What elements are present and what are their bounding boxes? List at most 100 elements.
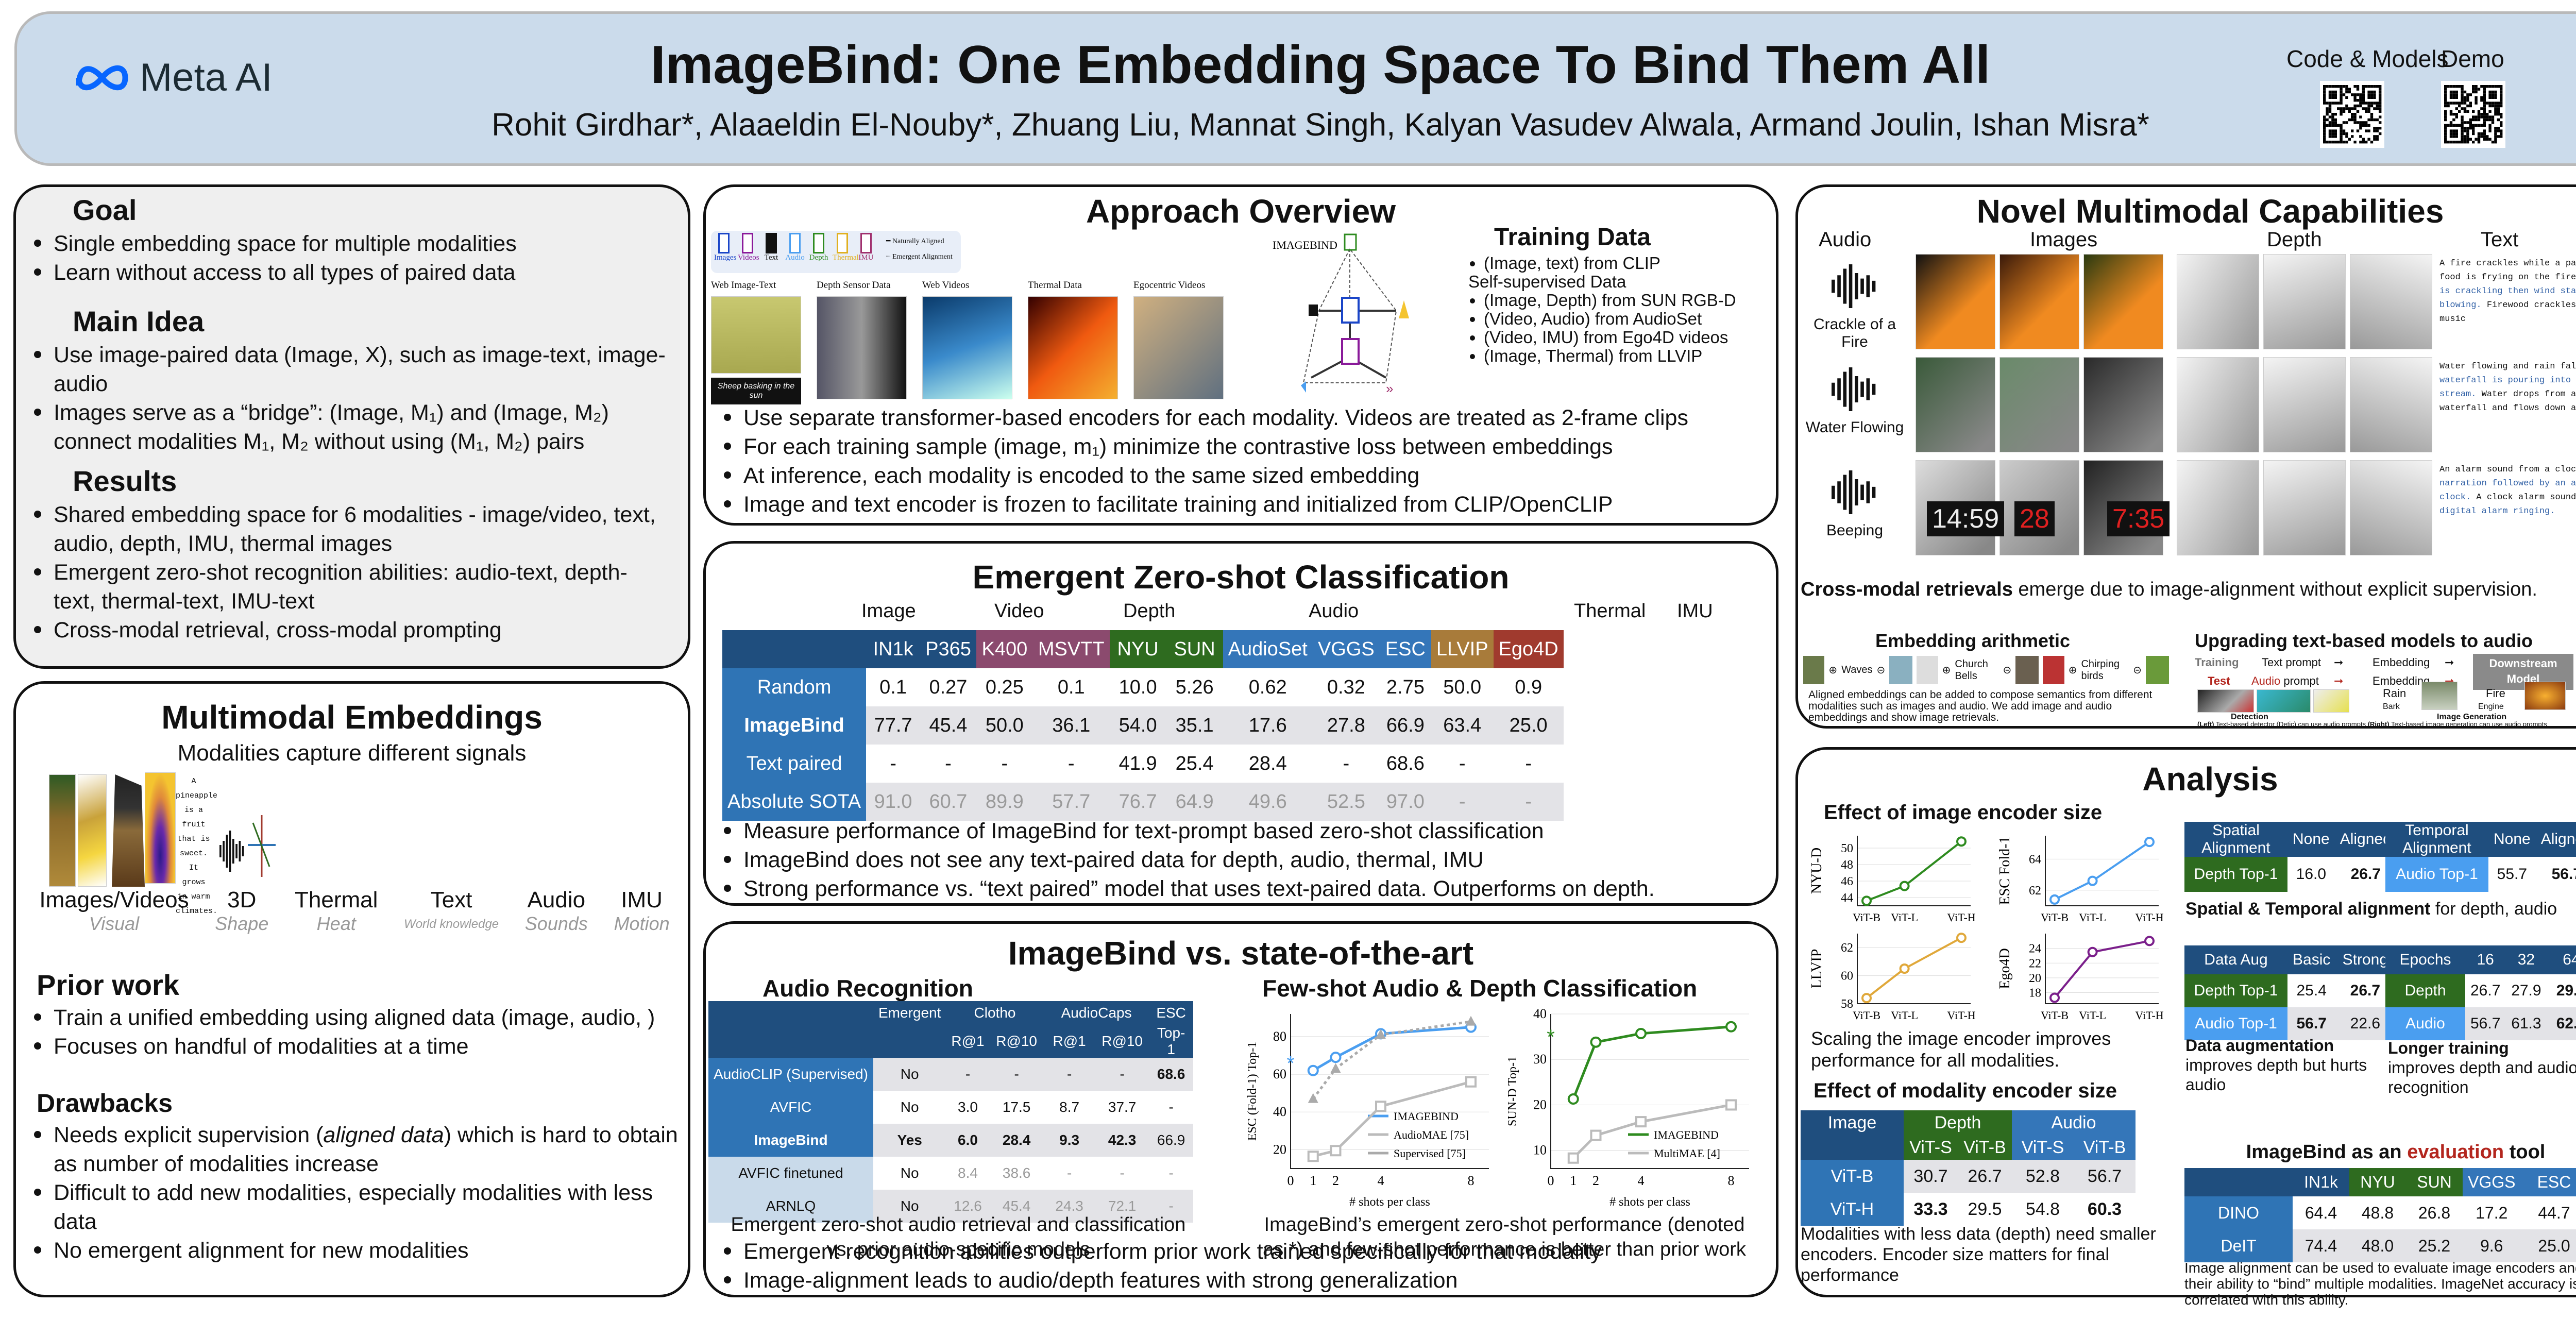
table-cell: - <box>1149 1190 1193 1223</box>
column-header: IN1k <box>2293 1168 2349 1196</box>
audio-prompt-label: Audio prompt <box>2251 674 2319 688</box>
code-qr-code[interactable] <box>2320 81 2384 148</box>
imu-icon <box>860 233 872 253</box>
table-cell: - <box>1493 745 1564 783</box>
table-cell: 91.0 <box>866 783 921 821</box>
axes <box>1290 1014 1489 1169</box>
legend-label: Text <box>764 253 778 262</box>
x-tick-label: ViT-B <box>2041 1009 2069 1022</box>
y-tick-label: 20 <box>1533 1097 1547 1112</box>
column-header: Image <box>1801 1110 1904 1135</box>
retrieved-image <box>1999 357 2079 452</box>
table-cell: Yes <box>873 1124 946 1157</box>
list-item: Image-alignment leads to audio/depth fea… <box>719 1266 1770 1295</box>
data-source-label: Depth Sensor Data <box>817 280 891 291</box>
modality-group-labels: Image Video Depth Audio Thermal IMU <box>721 600 1762 626</box>
arith-row: ⊕Waves⊝⊕Church Bells⊝⊕Chirping birds⊝ <box>1803 653 2169 687</box>
arrow-icon: ⊝ <box>1876 665 1886 676</box>
modality-caption: Modalities with less data (depth) need s… <box>1801 1224 2156 1285</box>
x-tick-label: 2 <box>1332 1173 1339 1188</box>
list-item: Single embedding space for multiple moda… <box>29 229 678 258</box>
audio-icon <box>789 233 801 253</box>
pineapple-cut-image <box>78 774 107 887</box>
list-item: Emergent recognition abilities outperfor… <box>719 1237 1770 1266</box>
table-cell: 50.0 <box>976 706 1033 745</box>
column-header: SUN <box>2406 1168 2463 1196</box>
clock-display: 14:59 <box>1927 501 2005 536</box>
column-header: NYU <box>1109 630 1166 668</box>
demo-label: Demo <box>2441 45 2504 72</box>
audio-label: Crackle of a Fire <box>1813 316 1896 350</box>
legend-item: Images <box>714 233 736 262</box>
table-cell: 22.6 <box>2335 1007 2395 1040</box>
depth-map-image <box>2350 254 2432 349</box>
retrieved-text: A fire crackles while a pan of food is f… <box>2439 257 2576 326</box>
table-cell: 26.7 <box>2465 974 2506 1007</box>
audio-caption: Emergent zero-shot audio retrieval and c… <box>731 1214 1186 1260</box>
sota-panel: ImageBind vs. state-of-the-art Audio Rec… <box>703 921 1778 1297</box>
row-label: AVFIC finetuned <box>708 1157 873 1190</box>
modality-signal: Shape <box>215 913 269 934</box>
legend-emergent-alignment: ┈ Emergent Alignment <box>886 253 953 261</box>
audio-waveform-icon <box>219 831 244 872</box>
axes <box>1857 836 1971 906</box>
table-cell: 63.4 <box>1431 706 1494 745</box>
text: Text-based image generation can use audi… <box>2389 720 2547 728</box>
data-source-image <box>817 296 907 399</box>
axes <box>1550 1014 1749 1169</box>
list-item: No emergent alignment for new modalities <box>29 1236 678 1265</box>
bold-text: Spatial & Temporal alignment <box>2185 899 2431 919</box>
column-header: P365 <box>920 630 976 668</box>
table-cell: 2.75 <box>1379 668 1431 706</box>
axes <box>2045 934 2159 1004</box>
demo-qr-code[interactable] <box>2441 81 2505 148</box>
audio-waveform-icon <box>1832 367 1876 411</box>
column-header: IN1k <box>866 630 921 668</box>
sota-list: Emergent recognition abilities outperfor… <box>719 1237 1770 1295</box>
training-label: Training <box>2195 656 2239 669</box>
modality-name: Images/Videos <box>39 887 189 912</box>
y-axis-label: ESC Fold-1 <box>1997 836 2013 905</box>
table-cell: 48.0 <box>2349 1229 2406 1262</box>
zeroshot-list: Measure performance of ImageBind for tex… <box>719 817 1770 903</box>
legend-label: Videos <box>738 253 759 262</box>
table-cell: - <box>1431 745 1494 783</box>
list-item: Difficult to add new modalities, especia… <box>29 1178 678 1236</box>
data-point <box>1635 1027 1647 1039</box>
table-cell: 16.0 <box>2287 857 2335 892</box>
retrieval-caption: Cross-modal retrievals emerge due to ima… <box>1801 579 2537 601</box>
column-header: None <box>2488 822 2536 857</box>
series-line <box>1866 937 1962 999</box>
prior-work-list: Train a unified embedding using aligned … <box>29 1003 678 1061</box>
column-header: AudioSet <box>1223 630 1313 668</box>
table-cell: 25.4 <box>1166 745 1223 783</box>
table-cell: 57.7 <box>1032 783 1110 821</box>
table-cell: 77.7 <box>866 706 921 745</box>
table-cell: 25.4 <box>2287 974 2336 1007</box>
goal-panel: Goal Single embedding space for multiple… <box>13 184 690 669</box>
column-header <box>873 1025 946 1058</box>
column-header: 64 <box>2547 945 2576 974</box>
table-cell: - <box>1095 1058 1149 1091</box>
arrow-icon: ➞ <box>2334 674 2344 687</box>
red-text: evaluation <box>2407 1141 2504 1163</box>
group-label: Video <box>994 600 1044 622</box>
series-line <box>2054 940 2150 999</box>
table-cell: 89.9 <box>976 783 1033 821</box>
modality-heading: Effect of modality encoder size <box>1814 1079 2117 1102</box>
imu-axes-icon <box>248 815 276 877</box>
encoder-heading: Effect of image encoder size <box>1824 801 2103 824</box>
y-axis-label: SUN-D Top-1 <box>1506 1056 1519 1126</box>
audio-waveform-icon <box>1832 264 1876 308</box>
plus-icon: ⊕ <box>1828 665 1838 676</box>
table-cell: 27.9 <box>2505 974 2547 1007</box>
